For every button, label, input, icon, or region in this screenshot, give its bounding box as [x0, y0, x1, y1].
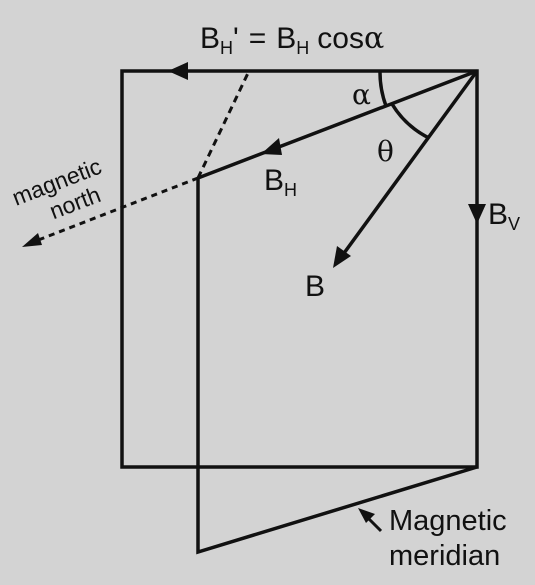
bh-label: BH	[264, 164, 297, 200]
theta-label: θ	[377, 135, 394, 168]
vertical-plane	[120, 69, 479, 469]
formula-b1: B	[200, 22, 220, 55]
magnetic-meridian-line1: Magnetic	[389, 505, 507, 537]
bv-label: BV	[488, 198, 520, 234]
alpha-label: α	[352, 78, 371, 111]
bv-sub: V	[508, 214, 520, 234]
bh-main: B	[264, 164, 284, 197]
bv-main: B	[488, 198, 508, 231]
formula-b2: B	[276, 22, 296, 55]
b-label: B	[305, 270, 325, 303]
bv-arrowhead	[468, 204, 486, 224]
b-vector-arrowhead	[333, 246, 351, 268]
magnetic-meridian-line2: meridian	[389, 540, 500, 572]
magnetic-north-label: magnetic north	[8, 153, 104, 224]
formula-sub2: H	[296, 38, 309, 58]
bh-line	[197, 69, 478, 180]
magnetic-north-dashed-line	[27, 176, 199, 246]
formula-alpha: α	[364, 21, 384, 56]
formula-eq: =	[249, 22, 267, 55]
theta-arc	[390, 103, 430, 140]
b-vector	[337, 69, 479, 262]
bh-prime-arrowhead	[168, 62, 188, 80]
formula-sub1: H	[220, 38, 233, 58]
formula-prime: '	[233, 22, 239, 55]
magnetic-north-arrowhead	[22, 233, 42, 247]
bh-sub: H	[284, 180, 297, 200]
meridian-dashed-edge	[196, 70, 251, 179]
meridian-pointer-arrowhead	[358, 508, 375, 523]
alpha-arc	[378, 70, 388, 107]
formula-cos: cos	[317, 22, 364, 55]
bh-arrowhead	[261, 138, 282, 155]
magnetic-meridian-plane	[196, 178, 478, 555]
